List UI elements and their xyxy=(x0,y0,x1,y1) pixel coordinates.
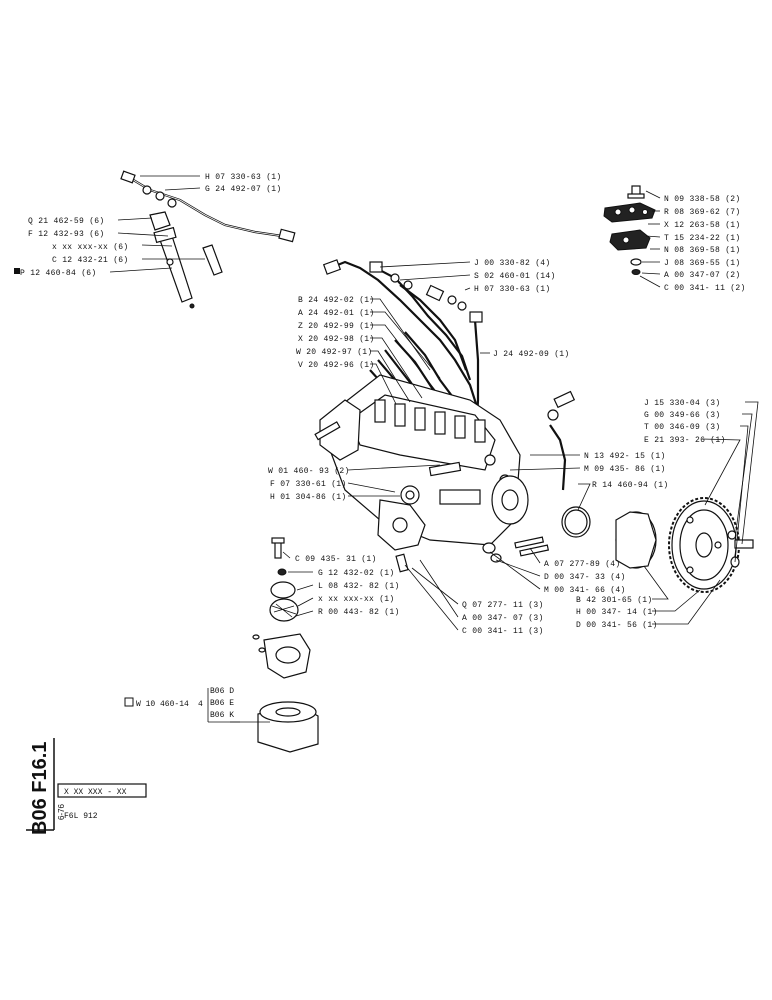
callout-c12432216: C 12 432-21 (6) xyxy=(52,256,129,265)
callout-v20492961: V 20 492-96 (1) xyxy=(298,361,375,370)
leader-lines xyxy=(109,175,759,723)
callout-j24492091: J 24 492-09 (1) xyxy=(493,350,570,359)
callout-n09338582: N 09 338-58 (2) xyxy=(664,195,741,204)
marker-square-icon xyxy=(14,268,20,274)
callout-j00330824: J 00 330-82 (4) xyxy=(474,259,551,268)
callout-r00443821: R 00 443- 82 (1) xyxy=(318,608,400,617)
callout-xxxx6: x xx xxx-xx (6) xyxy=(52,243,129,252)
clamp-group xyxy=(603,185,656,275)
callout-t15234221: T 15 234-22 (1) xyxy=(664,234,741,243)
callout-m09435861: M 09 435- 86 (1) xyxy=(584,465,666,474)
variant-part-number: W 10 460-14 xyxy=(136,700,189,709)
callout-j08369551: J 08 369-55 (1) xyxy=(664,259,741,268)
engine-model: F6L 912 xyxy=(64,812,98,821)
callout-j15330043: J 15 330-04 (3) xyxy=(644,399,721,408)
callout-f07330611: F 07 330-61 (1) xyxy=(270,480,347,489)
callout-m00341664: M 00 341- 66 (4) xyxy=(544,586,626,595)
callout-q21462596: Q 21 462-59 (6) xyxy=(28,217,105,226)
callout-w01460932: W 01 460- 93 (2) xyxy=(268,467,350,476)
callout-s024600114: S 02 460-01 (14) xyxy=(474,272,556,281)
callout-p12460846: P 12 460-84 (6) xyxy=(20,269,97,278)
callout-f12432936: F 12 432-93 (6) xyxy=(28,230,105,239)
callout-x20492981: X 20 492-98 (1) xyxy=(298,335,375,344)
callout-h07330631-mid: H 07 330-63 (1) xyxy=(474,285,551,294)
callout-xxxx1: x xx xxx-xx (1) xyxy=(318,595,395,604)
callout-g24492071: G 24 492-07 (1) xyxy=(205,185,282,194)
variant-b06k: B06 K xyxy=(210,711,234,720)
checkbox-square-icon xyxy=(124,697,134,707)
callout-c00341112-top: C 00 341- 11 (2) xyxy=(664,284,746,293)
callout-g12432021: G 12 432-02 (1) xyxy=(318,569,395,578)
callout-a00347073: A 00 347- 07 (3) xyxy=(462,614,544,623)
callout-d00341561: D 00 341- 56 (1) xyxy=(576,621,658,630)
variant-b06e: B06 E xyxy=(210,699,234,708)
callout-d00347334: D 00 347- 33 (4) xyxy=(544,573,626,582)
sheet-date: 6-76 xyxy=(57,803,66,820)
callout-c09435311: C 09 435- 31 (1) xyxy=(295,555,377,564)
injection-pump xyxy=(314,374,591,573)
callout-r08369627: R 08 369-62 (7) xyxy=(664,208,741,217)
variant-b06d: B06 D xyxy=(210,687,234,696)
variant-quantity: 4 xyxy=(198,700,203,709)
callout-l08432821: L 08 432- 82 (1) xyxy=(318,582,400,591)
callout-q07277113: Q 07 277- 11 (3) xyxy=(462,601,544,610)
callout-a24492011: A 24 492-01 (1) xyxy=(298,309,375,318)
part-number-box: X XX XXX - XX xyxy=(64,788,127,797)
callout-h07330631-top: H 07 330-63 (1) xyxy=(205,173,282,182)
sheet-code: B06 F16.1 xyxy=(29,742,51,835)
callout-b42301651: B 42 301-65 (1) xyxy=(576,596,653,605)
callout-e21393261: E 21 393- 26 (1) xyxy=(644,436,726,445)
variant-block: W 10 460-14 4 B06 D B06 E B06 K xyxy=(124,687,234,720)
callout-b24492021: B 24 492-02 (1) xyxy=(298,296,375,305)
callout-z20492991: Z 20 492-99 (1) xyxy=(298,322,375,331)
callout-c00341113: C 00 341- 11 (3) xyxy=(462,627,544,636)
callout-n13492151: N 13 492- 15 (1) xyxy=(584,452,666,461)
callout-labels: H 07 330-63 (1) G 24 492-07 (1) Q 21 462… xyxy=(14,173,746,636)
callout-x12263581: X 12 263-58 (1) xyxy=(664,221,741,230)
fuel-filter-group xyxy=(252,537,319,753)
callout-g00349663: G 00 349-66 (3) xyxy=(644,411,721,420)
callout-t00346093: T 00 346-09 (3) xyxy=(644,423,721,432)
injector-group xyxy=(120,170,296,309)
title-block: B06 F16.1 6-76 X XX XXX - XX F6L 912 xyxy=(26,738,147,835)
callout-n08369581: N 08 369-58 (1) xyxy=(664,246,741,255)
drive-gear-group xyxy=(615,497,754,593)
callout-r14460941: R 14 460-94 (1) xyxy=(592,481,669,490)
callout-h00347141: H 00 347- 14 (1) xyxy=(576,608,658,617)
callout-h01304861: H 01 304-86 (1) xyxy=(270,493,347,502)
callout-w20492971: W 20 492-97 (1) xyxy=(296,348,373,357)
callout-a00347072: A 00 347-07 (2) xyxy=(664,271,741,280)
callout-a07277894: A 07 277-89 (4) xyxy=(544,560,621,569)
